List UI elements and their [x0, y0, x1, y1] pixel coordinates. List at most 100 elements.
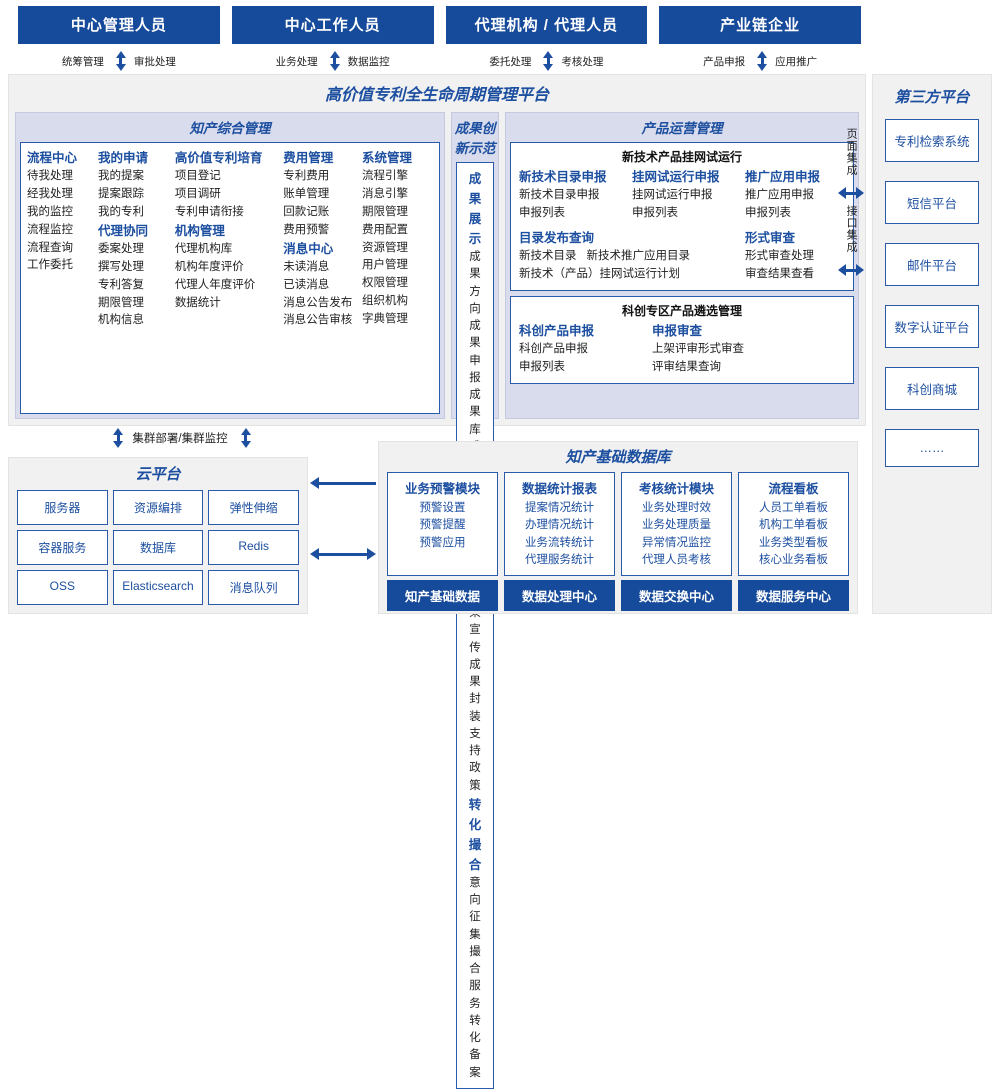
- menu-item[interactable]: 数据统计: [174, 296, 221, 309]
- db-card-item[interactable]: 预警应用: [419, 536, 466, 549]
- db-footer-basic-data[interactable]: 知产基础数据: [387, 580, 498, 611]
- menu-item[interactable]: 期限管理: [97, 296, 144, 309]
- group-header[interactable]: 高价值专利培育: [174, 151, 263, 165]
- menu-item[interactable]: 用户管理: [362, 259, 409, 272]
- db-card-title[interactable]: 数据统计报表: [521, 482, 597, 496]
- group-header[interactable]: 申报审查: [652, 324, 703, 338]
- menu-item[interactable]: 撰写处理: [97, 261, 144, 273]
- group-header[interactable]: 代理协同: [97, 223, 148, 238]
- menu-item[interactable]: 字典管理: [362, 312, 409, 325]
- menu-item[interactable]: 费用配置: [362, 223, 409, 236]
- menu-item[interactable]: 项目调研: [174, 188, 221, 201]
- menu-item[interactable]: 期限管理: [362, 206, 409, 218]
- menu-item[interactable]: 申报列表: [632, 207, 678, 220]
- cloud-cell-container[interactable]: 容器服务: [17, 530, 108, 565]
- role-title-center-manager[interactable]: 中心管理人员: [18, 6, 220, 44]
- group-header[interactable]: 转化撮合: [468, 797, 482, 872]
- menu-item[interactable]: 委案处理: [97, 243, 144, 256]
- db-footer-service-center[interactable]: 数据服务中心: [738, 580, 849, 611]
- db-card-item[interactable]: 核心业务看板: [759, 553, 828, 566]
- menu-item[interactable]: 消息引擎: [362, 188, 409, 201]
- cloud-cell-message-queue[interactable]: 消息队列: [208, 570, 299, 605]
- menu-item[interactable]: 权限管理: [362, 277, 409, 290]
- group-header[interactable]: 机构管理: [174, 223, 225, 238]
- db-card-title[interactable]: 考核统计模块: [638, 482, 714, 496]
- cloud-cell-elasticsearch[interactable]: Elasticsearch: [112, 570, 204, 605]
- group-header[interactable]: 形式审查: [745, 231, 796, 245]
- menu-item[interactable]: 消息公告审核: [283, 314, 353, 327]
- db-card-item[interactable]: 预警提醒: [419, 519, 466, 532]
- menu-item[interactable]: 意向征集: [469, 876, 481, 941]
- third-party-item-sms[interactable]: 短信平台: [885, 181, 979, 224]
- third-party-item-more[interactable]: ……: [885, 429, 979, 467]
- db-card-item[interactable]: 代理服务统计: [525, 553, 594, 566]
- menu-item[interactable]: 专利申请衔接: [174, 206, 244, 218]
- group-header[interactable]: 费用管理: [283, 151, 334, 165]
- db-card-item[interactable]: 机构工单看板: [759, 519, 828, 532]
- menu-item[interactable]: 新技术目录: [519, 250, 577, 263]
- cloud-cell-autoscaling[interactable]: 弹性伸缩: [208, 490, 299, 525]
- menu-item[interactable]: 审查结果查看: [745, 268, 814, 281]
- db-card-item[interactable]: 预警设置: [419, 502, 466, 514]
- menu-item[interactable]: 推广应用申报: [745, 189, 814, 202]
- menu-item[interactable]: 新技术目录申报: [519, 189, 600, 202]
- menu-item[interactable]: 专利答复: [97, 278, 144, 291]
- menu-item[interactable]: 新技术（产品）挂网试运行计划: [519, 268, 680, 281]
- menu-item[interactable]: 机构年度评价: [174, 261, 244, 273]
- menu-item[interactable]: 账单管理: [283, 188, 330, 201]
- menu-item[interactable]: 代理机构库: [174, 243, 233, 256]
- menu-item[interactable]: 我的提案: [97, 170, 144, 183]
- db-card-item[interactable]: 代理人员考核: [642, 553, 711, 566]
- menu-item[interactable]: 申报列表: [519, 361, 565, 374]
- menu-item[interactable]: 未读消息: [283, 261, 330, 273]
- menu-item[interactable]: 我的监控: [27, 206, 73, 218]
- db-card-item[interactable]: 异常情况监控: [642, 536, 711, 549]
- group-header[interactable]: 推广应用申报: [745, 170, 821, 184]
- role-title-center-staff[interactable]: 中心工作人员: [231, 6, 434, 44]
- menu-item[interactable]: 上架评审形式审查: [652, 343, 744, 356]
- third-party-item-email[interactable]: 邮件平台: [885, 243, 979, 286]
- menu-item[interactable]: 转化备案: [469, 1014, 481, 1079]
- group-header[interactable]: 流程中心: [27, 151, 78, 165]
- menu-item[interactable]: 流程查询: [27, 241, 73, 254]
- group-header[interactable]: 挂网试运行申报: [632, 170, 720, 184]
- menu-item[interactable]: 经我处理: [27, 188, 73, 201]
- menu-item[interactable]: 挂网试运行申报: [632, 189, 713, 202]
- menu-item[interactable]: 项目登记: [174, 170, 221, 183]
- cloud-cell-redis[interactable]: Redis: [208, 530, 299, 565]
- menu-item[interactable]: 已读消息: [283, 278, 330, 291]
- menu-item[interactable]: 成果方向: [469, 251, 481, 315]
- group-header[interactable]: 新技术目录申报: [519, 170, 607, 184]
- menu-item[interactable]: 工作委托: [27, 259, 73, 272]
- db-card-item[interactable]: 业务处理时效: [642, 502, 711, 514]
- menu-item[interactable]: 组织机构: [362, 295, 409, 308]
- db-card-title[interactable]: 业务预警模块: [404, 482, 480, 496]
- menu-item[interactable]: 成果库: [469, 389, 481, 436]
- group-header[interactable]: 我的申请: [97, 151, 148, 165]
- menu-item[interactable]: 新技术推广应用目录: [586, 250, 691, 263]
- menu-item[interactable]: 我的专利: [97, 206, 144, 218]
- menu-item[interactable]: 申报列表: [519, 207, 565, 220]
- menu-item[interactable]: 专利费用: [283, 170, 330, 183]
- third-party-item-tech-mall[interactable]: 科创商城: [885, 367, 979, 410]
- group-header[interactable]: 消息中心: [283, 241, 334, 256]
- menu-item[interactable]: 待我处理: [27, 170, 73, 183]
- menu-item[interactable]: 撮合服务: [469, 945, 481, 1010]
- cloud-cell-oss[interactable]: OSS: [17, 570, 108, 605]
- menu-item[interactable]: 消息公告发布: [283, 296, 353, 309]
- cloud-cell-orchestration[interactable]: 资源编排: [112, 490, 204, 525]
- db-card-title[interactable]: 流程看板: [768, 482, 819, 496]
- cloud-cell-server[interactable]: 服务器: [17, 490, 108, 525]
- menu-item[interactable]: 成果申报: [469, 320, 481, 384]
- db-card-item[interactable]: 人员工单看板: [759, 502, 828, 514]
- menu-item[interactable]: 提案跟踪: [97, 188, 144, 201]
- db-card-item[interactable]: 业务类型看板: [759, 536, 828, 549]
- third-party-item-patent-search[interactable]: 专利检索系统: [885, 119, 979, 162]
- db-card-item[interactable]: 业务流转统计: [525, 536, 594, 549]
- group-header[interactable]: 成果展示: [468, 172, 482, 246]
- menu-item[interactable]: 机构信息: [97, 314, 144, 327]
- menu-item[interactable]: 支持政策: [469, 727, 481, 792]
- db-card-item[interactable]: 提案情况统计: [525, 502, 594, 514]
- menu-item[interactable]: 形式审查处理: [745, 250, 814, 263]
- menu-item[interactable]: 费用预警: [283, 223, 330, 236]
